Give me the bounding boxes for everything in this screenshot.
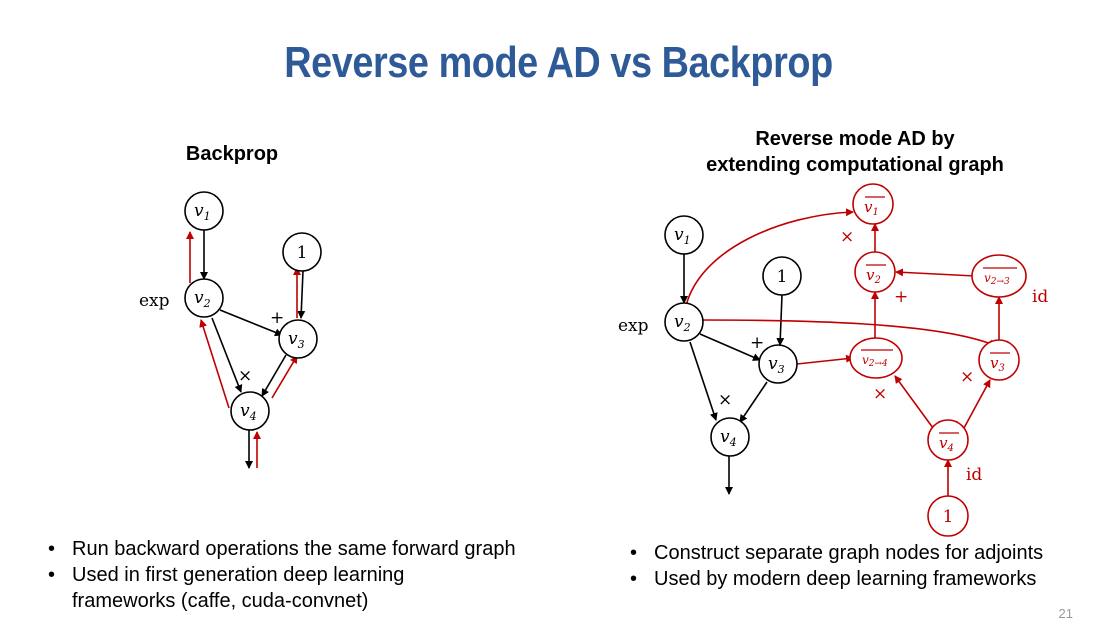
back-edge-v4-v3 (271, 355, 298, 399)
node-v1: v1 (664, 215, 704, 255)
bullet-item: Construct separate graph nodes for adjoi… (626, 540, 1106, 566)
bullet-item: Used by modern deep learning frameworks (626, 566, 1106, 592)
svg-text:v4: v4 (720, 427, 737, 449)
edge-v2-v3 (219, 309, 283, 337)
svg-text:1: 1 (297, 243, 308, 263)
node-adj-v2: v2 (854, 251, 896, 293)
edge-v2-v3 (699, 333, 761, 361)
label-times: × (718, 390, 732, 410)
node-adj-v2-4: v2→4 (849, 337, 903, 379)
node-v2: v2 (664, 302, 704, 342)
bullet-item-continuation: frameworks (caffe, cuda-convnet) (72, 590, 369, 612)
label-red-times-top: × (840, 227, 854, 247)
label-red-times-right: × (960, 367, 974, 387)
label-red-plus: + (894, 287, 908, 307)
label-red-id-bottom: id (966, 465, 982, 485)
node-v3: v3 (758, 344, 798, 384)
slide-title: Reverse mode AD vs Backprop (284, 38, 833, 87)
edge-v2-v4 (689, 341, 718, 421)
page-number: 21 (1058, 606, 1073, 621)
svg-text:v1: v1 (194, 201, 211, 223)
edge-v2-v4 (211, 317, 243, 393)
bullet-item: Used in first generation deep learning (44, 562, 584, 588)
label-red-times-mid: × (873, 384, 887, 404)
label-plus: + (750, 333, 764, 353)
bullet-item: Run backward operations the same forward… (44, 536, 584, 562)
svg-text:v1: v1 (674, 225, 691, 247)
svg-text:v4: v4 (939, 434, 954, 454)
reverse-ad-heading: Reverse mode AD by extending computation… (660, 126, 1050, 178)
label-plus: + (270, 308, 284, 328)
node-v4: v4 (230, 391, 270, 431)
edge-v3-adj-v2-4 (796, 354, 854, 365)
node-adj-v1: v1 (852, 183, 894, 225)
label-exp: exp (139, 291, 170, 311)
svg-text:v2: v2 (194, 288, 211, 310)
svg-text:v2: v2 (866, 266, 881, 286)
svg-text:v3: v3 (288, 329, 305, 351)
backprop-heading: Backprop (185, 143, 279, 165)
svg-text:v3: v3 (990, 354, 1005, 374)
node-v3: v3 (278, 319, 318, 359)
label-red-id-top: id (1032, 287, 1048, 307)
label-times: × (238, 366, 252, 386)
node-adj-one: 1 (927, 495, 969, 537)
node-one: 1 (282, 232, 322, 272)
svg-text:v2: v2 (674, 312, 691, 334)
node-v2: v2 (184, 278, 224, 318)
node-adj-v2-3: v2→3 (971, 254, 1027, 298)
node-adj-v3: v3 (978, 339, 1020, 381)
back-edge-v4-v2 (199, 319, 230, 409)
node-v4: v4 (710, 417, 750, 457)
edge-v3-v4 (739, 381, 768, 423)
edge-v2-adj-v1 (685, 208, 854, 307)
edge-v2-adj-v3 (699, 319, 997, 347)
backprop-bullets: Run backward operations the same forward… (44, 536, 584, 614)
reverse-ad-heading-line1: Reverse mode AD by (755, 128, 955, 150)
node-one: 1 (762, 256, 802, 296)
reverse-ad-heading-line2: extending computational graph (706, 154, 1004, 176)
reverse-ad-graph: v1 1 v2 v3 v4 v1 v2 (618, 183, 1048, 537)
svg-text:1: 1 (777, 267, 788, 287)
svg-text:v2→4: v2→4 (862, 353, 888, 369)
edge-adj-v2-3-adj-v2 (895, 268, 976, 277)
node-v1: v1 (184, 191, 224, 231)
node-adj-v4: v4 (927, 419, 969, 461)
edge-adj-v4-adj-v2-4 (894, 375, 934, 429)
svg-text:v4: v4 (240, 401, 257, 423)
svg-text:v1: v1 (864, 198, 879, 218)
edge-1-v3 (297, 270, 306, 319)
edge-v3-v4 (261, 354, 287, 397)
edge-adj-v4-adj-v3 (963, 379, 991, 429)
svg-text:1: 1 (943, 507, 954, 527)
label-exp: exp (618, 316, 649, 336)
svg-text:v3: v3 (768, 354, 785, 376)
backprop-graph: v1 1 v2 v3 v4 exp + × (139, 191, 322, 469)
svg-text:v2→3: v2→3 (984, 271, 1010, 287)
reverse-ad-bullets: Construct separate graph nodes for adjoi… (626, 540, 1106, 592)
